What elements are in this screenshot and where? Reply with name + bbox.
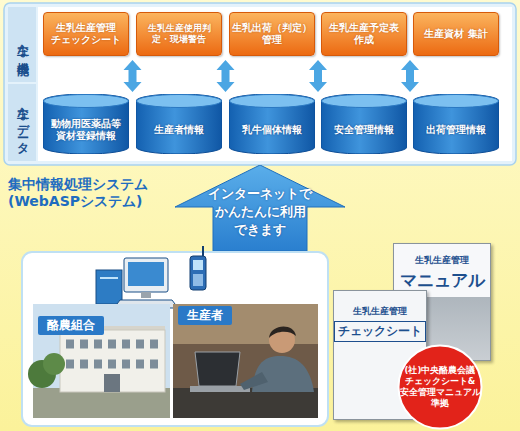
photo-table — [173, 388, 318, 418]
cylinder-top — [44, 95, 129, 108]
internet-arrow: インターネットで かんたんに利用 できます — [175, 165, 345, 251]
node-text: 生乳生産管理 チェックシート — [46, 22, 126, 47]
office-photo — [28, 304, 170, 418]
laptop-screen — [195, 352, 240, 386]
person-hair — [269, 326, 296, 338]
section-band: 主なデータ — [8, 84, 36, 161]
double-arrow — [401, 60, 419, 92]
phone-screen — [193, 260, 203, 270]
phone-keys — [193, 274, 203, 286]
cylinder-body — [43, 94, 129, 154]
database-cylinder: 乳牛個体情報 — [229, 94, 315, 154]
node-text: 主な機能 — [14, 34, 31, 56]
pc-tower — [96, 270, 122, 304]
node-text: 動物用医薬品等 資材登録情報 — [43, 118, 129, 143]
node-text: 生乳生産使用判定・現場警告 — [139, 23, 219, 46]
panel-inner — [38, 7, 512, 161]
node-text: 生乳生産管理 — [415, 254, 469, 267]
section-band: 主な機能 — [8, 7, 36, 82]
monitor — [124, 258, 168, 292]
node-text: 生産者 — [187, 307, 223, 324]
photo-sky — [33, 304, 170, 418]
node-text: 酪農組合 — [47, 317, 95, 334]
database-cylinder: 生産者情報 — [136, 94, 222, 154]
function-box: 生乳生産予定表 作成 — [321, 12, 407, 56]
node-text: マニュアル — [400, 269, 485, 292]
building-windows — [66, 340, 162, 349]
double-arrow — [217, 60, 235, 92]
function-box: 生乳出荷（判定）管理 — [229, 12, 315, 56]
node-text: 主なデータ — [14, 97, 31, 149]
function-box: 生産資材 集計 — [413, 12, 499, 56]
node-text: 生乳生産管理 — [353, 305, 407, 318]
monitor-screen — [128, 262, 164, 286]
system-heading: 集中情報処理システム (WebASPシステム) — [8, 176, 158, 210]
system-panel — [4, 3, 516, 165]
laptop-base — [190, 386, 250, 392]
pc-slot — [100, 277, 118, 279]
cylinder-body — [413, 94, 499, 154]
node-text: 生乳出荷（判定）管理 — [232, 22, 312, 47]
database-cylinder: 出荷管理情報 — [413, 94, 499, 154]
building — [60, 330, 165, 392]
photo-room — [173, 304, 318, 418]
compliance-seal: (社)中央酪農会議 チェックシート& 安全管理マニュアル 準拠 — [396, 344, 484, 430]
person-arm — [240, 372, 268, 390]
photo-tag: 生産者 — [178, 306, 232, 325]
photo-wall — [173, 304, 318, 344]
photo-tag: 酪農組合 — [38, 316, 104, 335]
cylinder-body — [229, 94, 315, 154]
function-box: 生乳生産使用判定・現場警告 — [136, 12, 222, 56]
computer-illustration — [96, 246, 206, 308]
node-text: 生乳生産予定表 作成 — [324, 22, 404, 47]
building-windows — [66, 360, 162, 369]
sync-arrows — [124, 60, 420, 92]
cylinder-top — [414, 95, 499, 108]
producer-photo — [173, 304, 318, 418]
cylinder-top — [230, 95, 315, 108]
node-text: 乳牛個体情報 — [242, 124, 302, 137]
photo-panel — [22, 252, 328, 426]
arrow-shape — [175, 165, 345, 251]
seal-circle — [399, 346, 482, 429]
node-text: チェックシート — [334, 321, 426, 342]
building-door — [104, 374, 120, 392]
tree — [43, 353, 65, 375]
node-text: 生産資材 集計 — [424, 28, 487, 41]
mobile-phone — [190, 256, 206, 290]
cylinder-top — [137, 95, 222, 108]
database-cylinder: 動物用医薬品等 資材登録情報 — [43, 94, 129, 154]
node-text: インターネットで かんたんに利用 できます — [204, 185, 316, 239]
cylinder-top — [322, 95, 407, 108]
database-cylinder: 安全管理情報 — [321, 94, 407, 154]
monitor-stand — [141, 292, 151, 298]
cylinder-body — [136, 94, 222, 154]
node-text: 生産者情報 — [154, 124, 204, 137]
double-arrow — [124, 60, 142, 92]
node-text: 安全管理情報 — [334, 124, 394, 137]
cylinder-body — [321, 94, 407, 154]
double-arrow — [309, 60, 327, 92]
node-text: 出荷管理情報 — [426, 124, 486, 137]
function-box: 生乳生産管理 チェックシート — [43, 12, 129, 56]
node-text: (社)中央酪農会議 チェックシート& 安全管理マニュアル 準拠 — [400, 365, 480, 409]
phone-antenna — [202, 246, 204, 256]
person-head — [269, 327, 295, 353]
